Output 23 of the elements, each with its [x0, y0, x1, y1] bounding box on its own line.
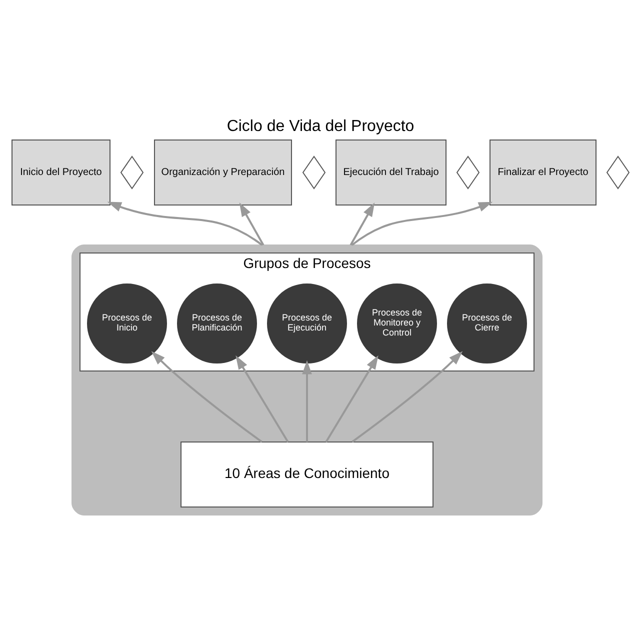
arrow — [236, 355, 289, 442]
node-box: Inicio del Proyecto — [12, 140, 110, 206]
node-box: Ejecución del Trabajo — [336, 140, 446, 206]
arrow — [352, 351, 463, 443]
arrow — [351, 202, 493, 246]
node-box: 10 Áreas de Conocimiento — [180, 442, 434, 508]
arrow — [302, 360, 312, 442]
arrow — [151, 351, 262, 443]
node-diamond — [302, 156, 326, 190]
node-circle: Procesos de Planificación — [177, 284, 257, 364]
arrow — [239, 202, 264, 246]
node-box: Organización y Preparación — [154, 140, 292, 206]
arrow — [350, 202, 375, 246]
node-box: Finalizar el Proyecto — [490, 140, 596, 206]
node-diamond — [606, 156, 630, 190]
arrow — [107, 202, 263, 246]
node-diamond — [120, 156, 144, 190]
node-circle: Procesos de Monitoreo y Control — [357, 284, 437, 364]
node-circle: Procesos de Ejecución — [267, 284, 347, 364]
arrow — [325, 355, 378, 442]
cluster — [72, 244, 542, 516]
node-diamond — [456, 156, 480, 190]
diagram-title: Ciclo de Vida del Proyecto — [226, 118, 414, 135]
